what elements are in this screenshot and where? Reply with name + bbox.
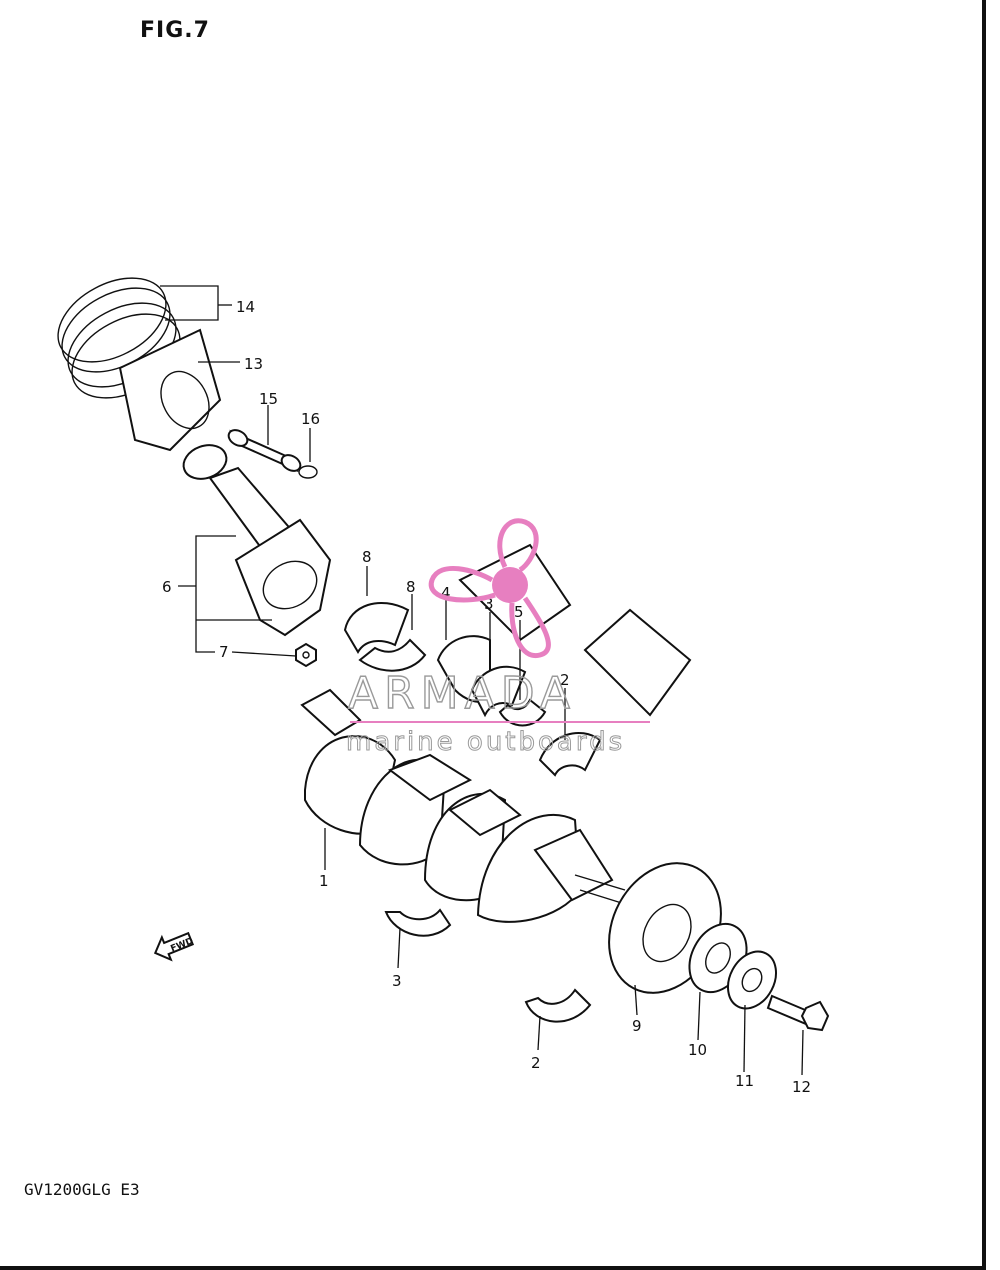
conrod-bearing-upper: [343, 601, 410, 654]
watermark-brand: ARMADA: [348, 668, 576, 719]
crankshaft-bolt: [766, 994, 830, 1032]
watermark-tagline: marine outboards: [346, 727, 625, 757]
main-bearing-lower: [498, 698, 547, 727]
connecting-rod-nut: [295, 642, 317, 668]
leader-lines: [160, 285, 804, 1076]
model-code: GV1200GLG E3: [24, 1180, 140, 1199]
crankshaft: [300, 688, 629, 923]
callout-16: 16: [301, 410, 320, 428]
callout-3-lower: 3: [392, 972, 402, 990]
callout-11: 11: [735, 1072, 754, 1090]
main-bearing-shell-lower: [524, 988, 592, 1023]
conrod-bearing-lower: [358, 638, 427, 672]
callout-4: 4: [441, 584, 451, 602]
callout-7: 7: [219, 643, 229, 661]
main-bearing-shell-front: [384, 908, 452, 937]
callout-8-lower: 8: [406, 578, 416, 596]
callout-9: 9: [632, 1017, 642, 1035]
callout-15: 15: [259, 390, 278, 408]
forward-direction-badge: FWD: [153, 931, 195, 962]
armada-propeller-logo: [428, 518, 551, 658]
callout-12: 12: [792, 1078, 811, 1096]
callout-13: 13: [244, 355, 263, 373]
callout-14: 14: [236, 298, 255, 316]
armada-watermark: ARMADA marine outboards: [346, 518, 650, 758]
connecting-rod: [182, 444, 332, 637]
main-bearing-rear: [538, 731, 602, 777]
figure-title: FIG.7: [140, 18, 210, 43]
bottom-page-border: [0, 1266, 986, 1270]
main-bearing-upper: [470, 665, 527, 718]
callout-labels: 14 13 15 16 6 7 8 8 4 3 5 2 1 3 2 9 10 1…: [162, 298, 811, 1096]
callout-1: 1: [319, 872, 329, 890]
piston: [118, 328, 222, 452]
callout-3-upper: 3: [484, 595, 494, 613]
callout-2-upper: 2: [560, 671, 570, 689]
callout-2-lower: 2: [531, 1054, 541, 1072]
callout-8-upper: 8: [362, 548, 372, 566]
piston-pin: [227, 429, 302, 473]
callout-6: 6: [162, 578, 172, 596]
callout-10: 10: [688, 1041, 707, 1059]
piston-pin-circlip: [298, 465, 318, 479]
callout-5: 5: [514, 603, 524, 621]
timing-sprocket: [727, 950, 777, 1010]
right-page-border: [982, 0, 986, 1270]
